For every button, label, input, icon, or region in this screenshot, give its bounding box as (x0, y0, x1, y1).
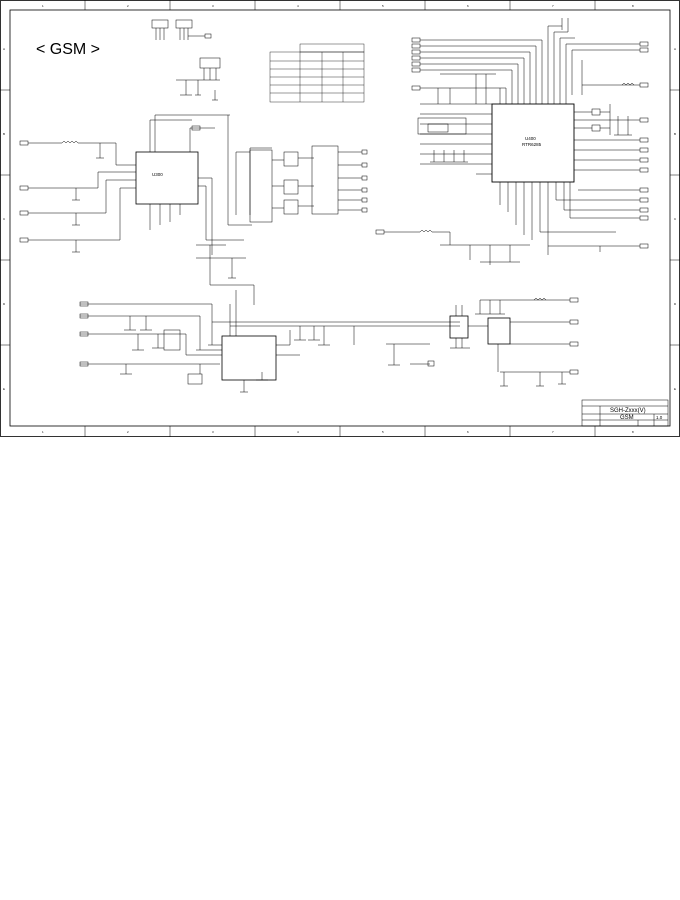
ruler-label: C (674, 217, 677, 221)
transceiver-area (384, 18, 640, 265)
ruler-label: 5 (382, 4, 384, 8)
ruler-label: 1 (42, 430, 44, 434)
pa-module-ref: U300 (152, 172, 163, 177)
power-area (80, 290, 460, 393)
ruler-label: 8 (632, 4, 634, 8)
title-block-project: SGH-Zxxx(V) (610, 408, 646, 414)
ruler-label: B (674, 132, 676, 136)
ruler-label: 5 (382, 430, 384, 434)
net-ports (19, 37, 649, 375)
ruler-label: E (3, 387, 5, 391)
pa-module-area (28, 114, 272, 255)
top-connectors (151, 19, 221, 101)
transceiver-ref: U400 (525, 136, 536, 141)
ruler-label: E (674, 387, 676, 391)
transceiver-chip: U400 RTR6285 (522, 136, 542, 147)
pa-module-chip: U300 (152, 172, 163, 177)
title-block-rev: 1.0 (656, 415, 663, 420)
ruler-label: 6 (467, 4, 469, 8)
ruler-label: 1 (42, 4, 44, 8)
ruler-label: 3 (212, 430, 214, 434)
ruler-label: D (674, 302, 677, 306)
ruler-label: A (674, 47, 676, 51)
truth-table (269, 43, 365, 103)
regulator-area (449, 298, 570, 387)
ruler-top-ticks (0, 0, 680, 437)
sheet-outer-border (0, 0, 680, 437)
ruler-label: 2 (127, 4, 129, 8)
ruler-label: 6 (467, 430, 469, 434)
ruler-label: 4 (297, 430, 299, 434)
ruler-label: 7 (552, 4, 554, 8)
ruler-label: 2 (127, 430, 129, 434)
ruler-label: 7 (552, 430, 554, 434)
ruler-label: C (3, 217, 6, 221)
ruler-label: 3 (212, 4, 214, 8)
sheet-title: < GSM > (36, 41, 100, 58)
ruler-label: B (3, 132, 5, 136)
ruler-label: 8 (632, 430, 634, 434)
title-block-page-name: GSM (620, 415, 634, 421)
ruler-label: 4 (297, 4, 299, 8)
ruler-label: A (3, 47, 5, 51)
saw-filter-area (196, 145, 368, 305)
title-block (581, 399, 669, 427)
transceiver-part: RTR6285 (522, 142, 542, 147)
ruler-labels: 1 2 3 4 5 6 7 8 1 2 3 4 5 6 7 8 A B C D … (3, 4, 677, 434)
ruler-label: D (3, 302, 6, 306)
